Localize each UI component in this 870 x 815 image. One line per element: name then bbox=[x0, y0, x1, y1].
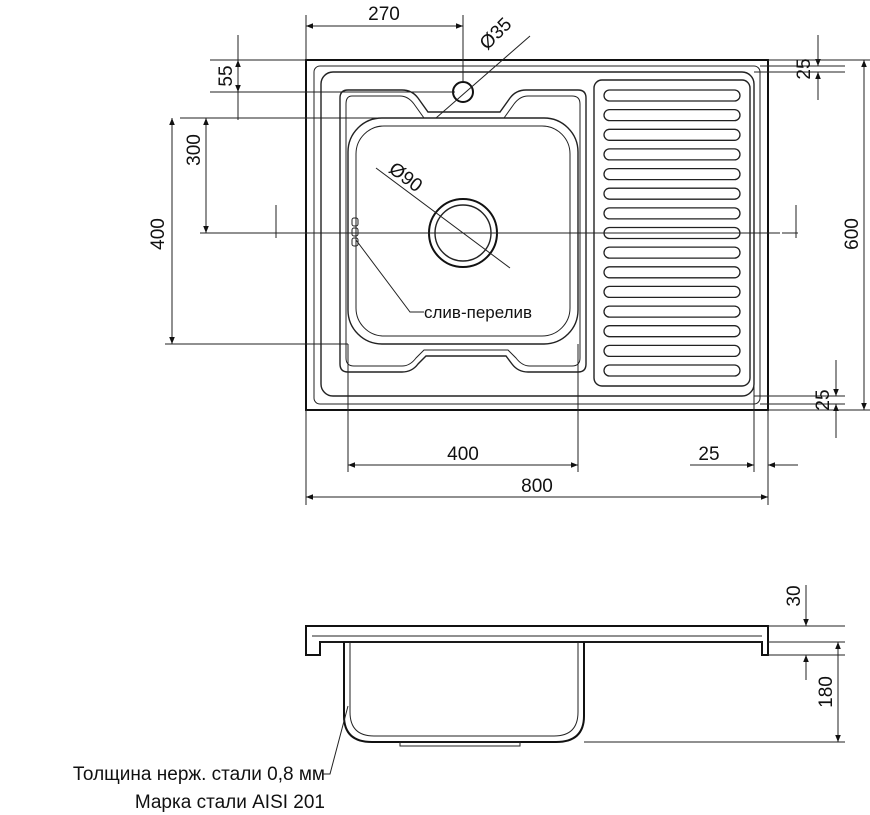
drainboard-rib bbox=[603, 148, 741, 161]
drainboard-rib bbox=[603, 207, 741, 220]
bowl-outer bbox=[347, 117, 579, 345]
drainboard-rib bbox=[603, 344, 741, 358]
dim-600: 600 bbox=[842, 218, 863, 250]
drainboard-rib bbox=[603, 89, 741, 102]
dim-25-top-right: 25 bbox=[794, 58, 815, 79]
bowl-deck-inner bbox=[345, 95, 581, 367]
dim-25-drain: 25 bbox=[698, 444, 719, 465]
dimension-texts: 270 Ø35 55 300 400 25 600 25 400 25 800 … bbox=[148, 4, 863, 497]
drainboard-rib bbox=[603, 364, 741, 377]
notes: Толщина нерж. стали 0,8 мм Марка стали A… bbox=[73, 764, 325, 813]
dimension-lines bbox=[165, 15, 870, 505]
sink-rim bbox=[313, 65, 761, 405]
top-view bbox=[200, 59, 798, 411]
dim-drain-90: Ø90 bbox=[385, 158, 426, 196]
dim-400-vertical: 400 bbox=[148, 218, 169, 250]
dim-180: 180 bbox=[816, 676, 837, 708]
dim-800: 800 bbox=[521, 476, 553, 497]
drainboard-rib bbox=[603, 266, 741, 279]
dim-55: 55 bbox=[216, 65, 237, 86]
overflow-label: слив-перелив bbox=[424, 303, 532, 322]
drainboard-rib bbox=[603, 187, 741, 200]
drainboard-rib bbox=[603, 108, 741, 122]
side-view bbox=[305, 585, 845, 775]
dim-25-bottom-right: 25 bbox=[813, 389, 834, 410]
dim-hole-35: Ø35 bbox=[476, 14, 516, 54]
side-top-sheet bbox=[305, 625, 769, 656]
side-dimension-texts: 30 180 bbox=[784, 585, 837, 707]
drainboard-rib bbox=[603, 325, 741, 338]
drainboard-rib bbox=[603, 167, 741, 181]
bowl-deck-outline bbox=[339, 89, 587, 373]
side-bowl bbox=[343, 642, 585, 743]
bowl-inner bbox=[355, 125, 571, 337]
tap-hole bbox=[452, 81, 474, 103]
note-thickness: Толщина нерж. стали 0,8 мм bbox=[73, 764, 325, 785]
note-steel-grade: Марка стали AISI 201 bbox=[135, 792, 325, 813]
drainboard-rib bbox=[603, 128, 741, 141]
dim-30: 30 bbox=[784, 585, 805, 606]
dim-300: 300 bbox=[184, 134, 205, 166]
sink-inner-rim bbox=[320, 71, 755, 397]
drainboard-rib bbox=[603, 285, 741, 299]
dim-270: 270 bbox=[368, 4, 400, 25]
dim-400-bowl: 400 bbox=[447, 444, 479, 465]
drainboard-rib bbox=[603, 305, 741, 318]
sink-outline bbox=[305, 59, 769, 411]
drainboard-rib bbox=[603, 246, 741, 259]
